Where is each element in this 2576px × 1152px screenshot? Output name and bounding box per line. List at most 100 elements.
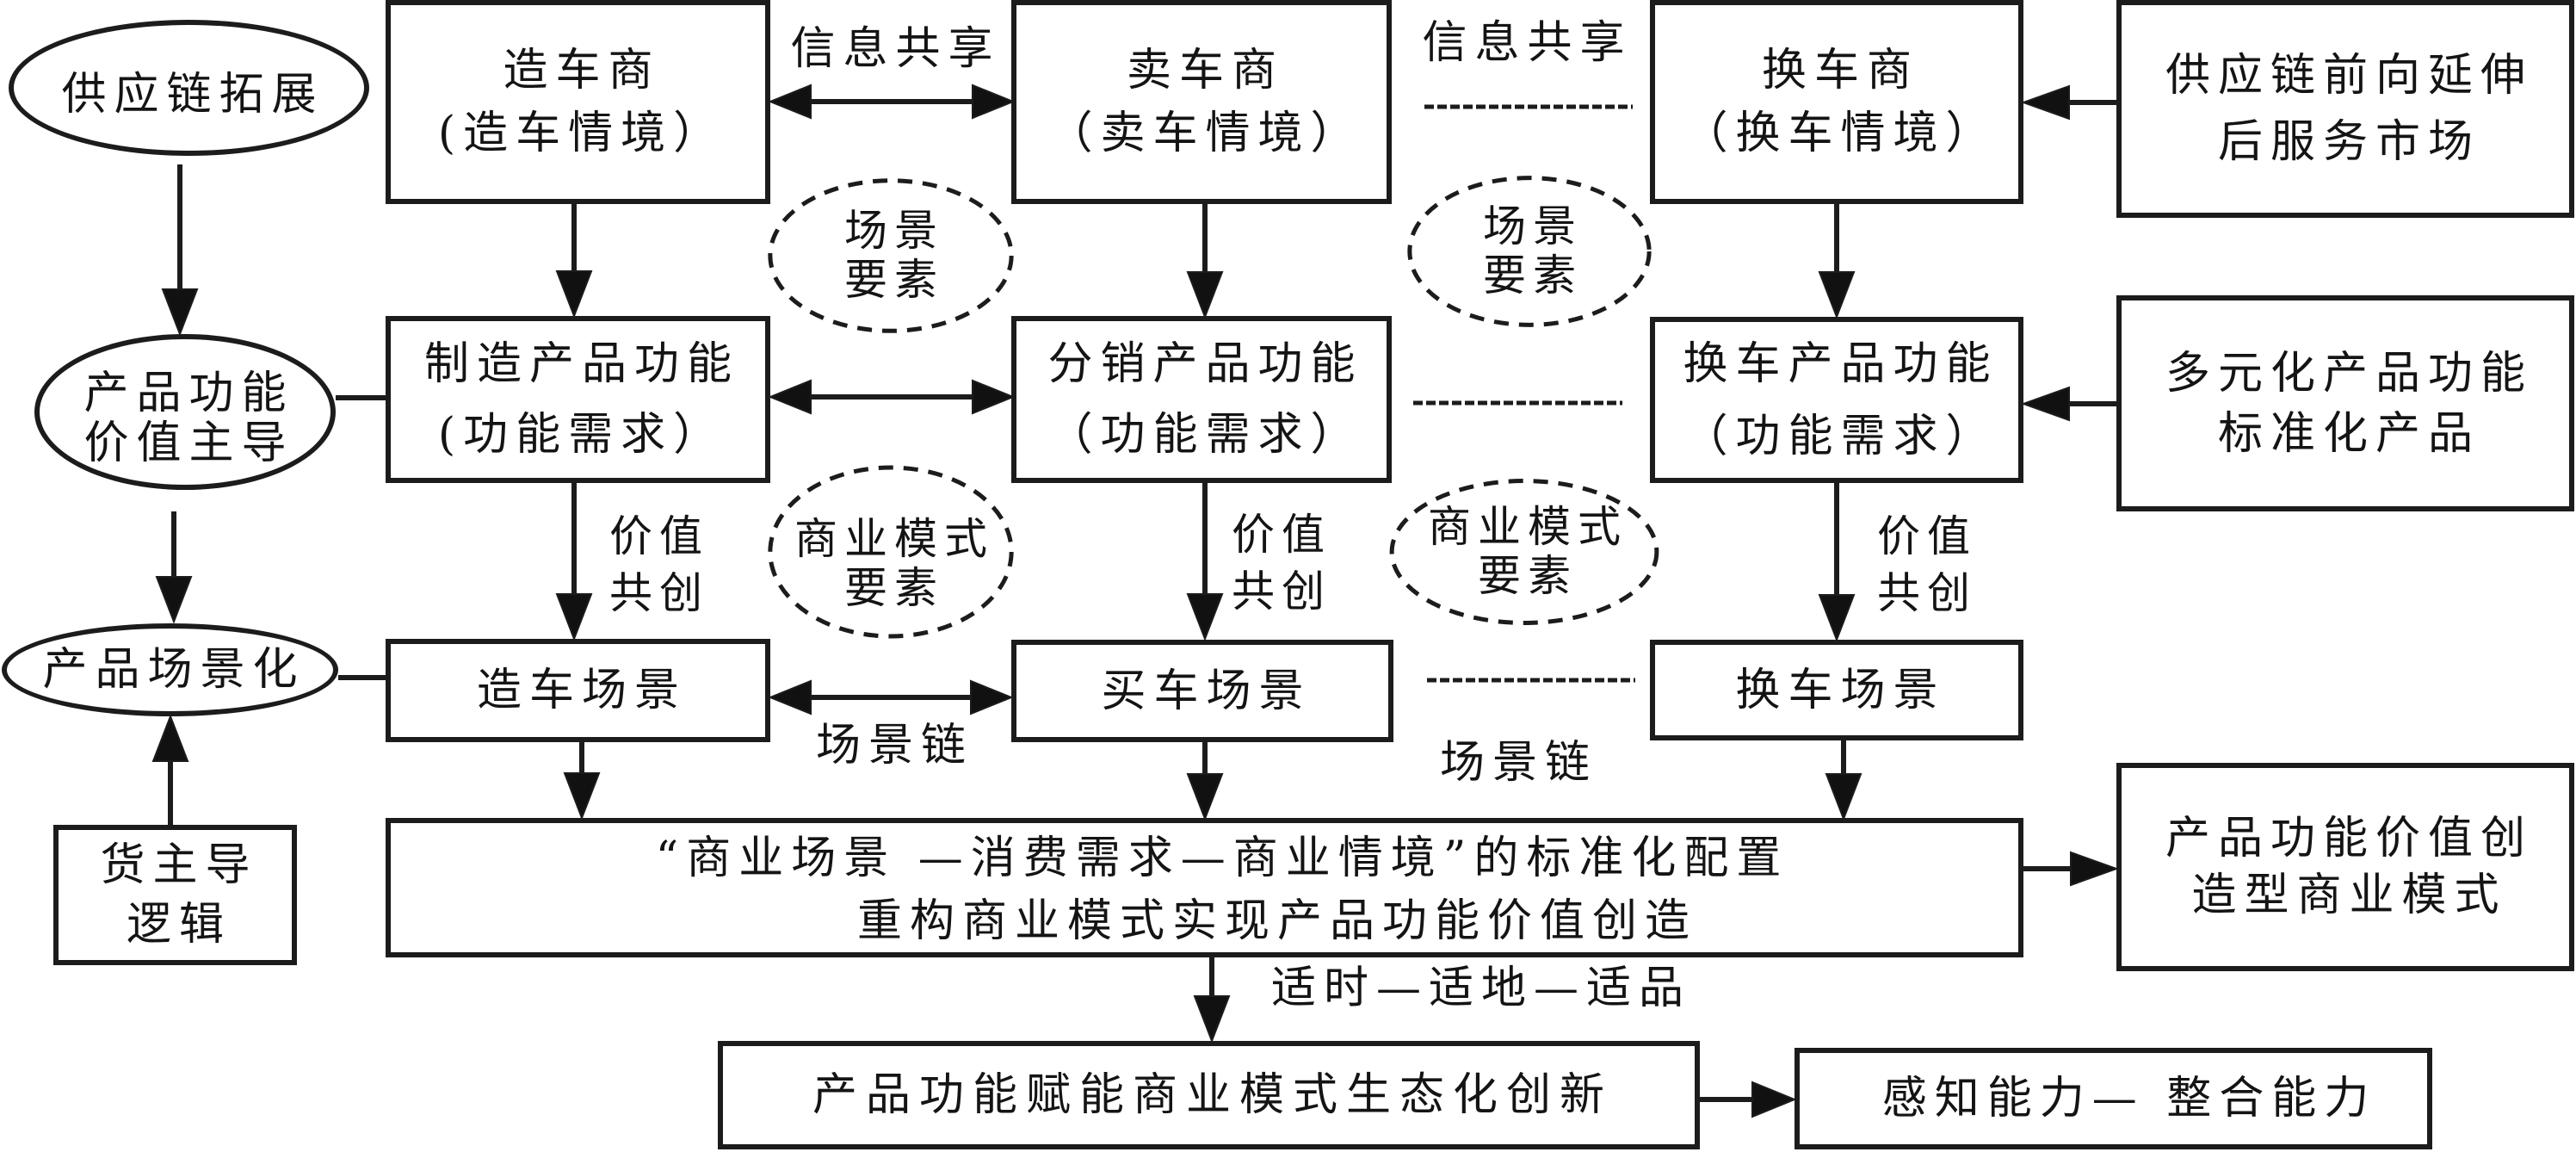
arrow-diversified-to-swap-function	[2021, 386, 2116, 422]
scene-elements-node-2: 场景 要素	[1407, 176, 1652, 327]
co-creation-label-seller: 价值 共创	[1225, 506, 1331, 620]
scene-elements-node-1: 场景 要素	[768, 178, 1014, 333]
box-text-line-2: 后服务市场	[2217, 115, 2480, 168]
arrow-value-led-to-scenario	[155, 511, 193, 624]
timing-label: 适时—适地—适品	[1263, 962, 1691, 1015]
product-scenario-node: 产品场景化	[2, 623, 338, 716]
box-text-line-2: 重构商业模式实现产品功能价值创造	[856, 895, 1697, 947]
arrowhead-down	[1818, 271, 1856, 319]
box-text-line-1: “商业场景 —消费需求—商业情境”的标准化配置	[655, 833, 1789, 884]
arrowhead-down	[1825, 773, 1863, 821]
arrow-aftermarket-to-swapper	[2021, 84, 2116, 121]
node-text-line-2: 价值主导	[83, 417, 294, 469]
label-text: 场景链	[1439, 737, 1597, 789]
diversified-functions-box: 多元化产品功能 标准化产品	[2116, 295, 2574, 511]
box-text: 产品功能赋能商业模式生态化创新	[812, 1069, 1613, 1121]
label-line-2: 共创	[609, 568, 709, 618]
arrow-swap-function-to-swap-scene	[1818, 483, 1856, 642]
co-creation-label-maker: 价值 共创	[602, 508, 709, 622]
arrowhead-down	[1186, 271, 1224, 319]
car-seller-box: 卖车商 （卖车情境）	[1011, 0, 1392, 204]
arrowhead-right	[972, 84, 1016, 120]
box-title: 卖车商	[1126, 44, 1284, 96]
goods-dominant-logic-box: 货主导 逻辑	[53, 825, 297, 965]
arrow-swapper-to-swap-function	[1818, 204, 1856, 319]
arrowhead-left	[2021, 386, 2070, 422]
node-text-line-1: 产品功能	[83, 367, 294, 419]
box-text: 感知能力— 整合能力	[1881, 1073, 2377, 1124]
box-subtitle: （卖车情境）	[1047, 107, 1363, 159]
label-text: 适时—适地—适品	[1271, 963, 1692, 1014]
box-subtitle: （功能需求）	[1047, 409, 1363, 461]
car-swapper-box: 换车商 （换车情境）	[1650, 0, 2023, 204]
node-text-line-1: 商业模式	[1428, 502, 1628, 552]
co-creation-label-swapper: 价值 共创	[1870, 508, 1977, 622]
node-text-line-2: 要素	[1483, 251, 1583, 300]
arrow-ecosystem-to-capabilities	[1700, 1081, 1797, 1118]
box-text: 换车场景	[1735, 664, 1946, 716]
arrowhead-up	[151, 714, 189, 762]
box-text-line-1: 货主导	[100, 839, 258, 891]
arrowhead-left	[768, 679, 812, 715]
box-title: 制造产品功能	[423, 338, 739, 390]
arrowhead-right	[970, 679, 1014, 715]
box-title: 造车商	[503, 44, 661, 96]
label-text: 信息共享	[1422, 17, 1633, 69]
arrowhead-right	[2070, 851, 2119, 887]
arrow-maker-to-manufacturing-function	[555, 204, 593, 319]
arrow-seller-to-distribution-function	[1186, 204, 1224, 319]
box-text-line-2: 逻辑	[126, 898, 232, 951]
aftermarket-extension-box: 供应链前向延伸 后服务市场	[2116, 0, 2574, 218]
box-text: 造车场景	[476, 665, 687, 716]
arrowhead-down	[1186, 773, 1224, 821]
arrow-distribution-to-buying-scene	[1186, 483, 1224, 641]
arrowhead-right	[972, 379, 1016, 415]
node-text-line-2: 要素	[844, 563, 944, 613]
integration-box: “商业场景 —消费需求—商业情境”的标准化配置 重构商业模式实现产品功能价值创造	[386, 818, 2023, 957]
arrow-manufacturing-to-making-scene	[555, 483, 593, 641]
business-model-elements-node-2: 商业模式 要素	[1389, 479, 1659, 625]
scene-chain-label-1: 场景链	[770, 719, 1011, 772]
label-line-2: 共创	[1232, 567, 1331, 616]
label-line-1: 价值	[1232, 510, 1331, 560]
double-arrow-info-sharing	[768, 84, 1016, 120]
arrowhead-down	[161, 288, 199, 337]
info-sharing-label-1: 信息共享	[770, 22, 1013, 76]
scene-chain-label-2: 场景链	[1394, 736, 1635, 790]
arrowhead-down	[563, 772, 601, 821]
node-text-line-1: 场景	[844, 206, 944, 256]
dashed-ellipse-outline	[1389, 479, 1659, 625]
box-subtitle: (造车情境）	[437, 107, 726, 159]
box-text-line-1: 供应链前向延伸	[2165, 49, 2533, 102]
arrow-goods-logic-to-scenario	[151, 714, 189, 825]
ecosystem-innovation-box: 产品功能赋能商业模式生态化创新	[718, 1041, 1700, 1149]
dashed-ellipse-outline	[1407, 176, 1652, 327]
making-scene-box: 造车场景	[386, 639, 770, 742]
box-text-line-2: 标准化产品	[2217, 407, 2480, 460]
arrow-buying-scene-to-integration	[1186, 742, 1224, 821]
arrowhead-left	[2021, 84, 2070, 121]
capabilities-box: 感知能力— 整合能力	[1795, 1048, 2432, 1149]
arrow-swap-scene-to-integration	[1825, 740, 1863, 821]
box-subtitle: (功能需求）	[437, 409, 726, 461]
arrowhead-right	[1751, 1081, 1797, 1118]
node-text: 产品场景化	[42, 644, 306, 696]
arrowhead-down	[155, 576, 193, 624]
swap-scene-box: 换车场景	[1650, 640, 2023, 740]
arrow-making-scene-to-integration	[563, 742, 601, 821]
dashed-ellipse-outline	[768, 465, 1014, 639]
arrowhead-down	[555, 593, 593, 641]
arrowhead-down	[555, 270, 593, 319]
distribution-function-box: 分销产品功能 （功能需求）	[1011, 316, 1392, 483]
dashed-ellipse-outline	[768, 178, 1014, 333]
info-sharing-label-2: 信息共享	[1394, 16, 1652, 70]
label-line-2: 共创	[1877, 568, 1977, 618]
box-text: 买车场景	[1101, 665, 1312, 717]
buying-scene-box: 买车场景	[1011, 640, 1393, 742]
value-creation-model-box: 产品功能价值创 造型商业模式	[2116, 763, 2574, 971]
arrowhead-down	[1186, 593, 1224, 641]
car-maker-box: 造车商 (造车情境）	[386, 0, 770, 204]
box-subtitle: （功能需求）	[1683, 410, 1998, 462]
